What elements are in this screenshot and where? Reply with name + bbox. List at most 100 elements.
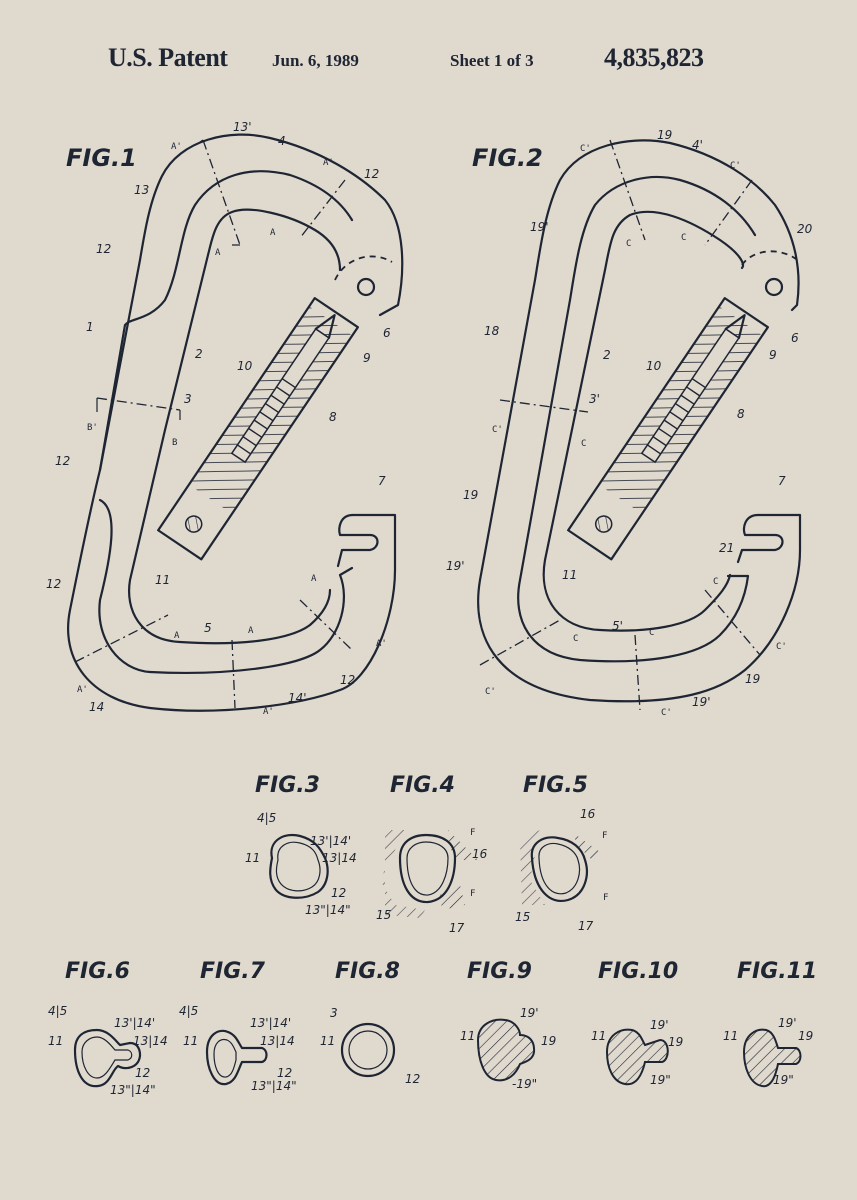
svg-text:10: 10 bbox=[237, 359, 253, 373]
svg-text:15: 15 bbox=[515, 910, 530, 924]
svg-text:19': 19' bbox=[692, 695, 711, 709]
fig7-label: FIG.7 bbox=[200, 959, 266, 984]
svg-text:11: 11 bbox=[183, 1034, 198, 1048]
svg-text:A: A bbox=[311, 574, 317, 584]
svg-text:C: C bbox=[573, 634, 578, 644]
figure-2-carabiner: FIG.2 19 4' 19' 20 bbox=[446, 128, 813, 718]
svg-text:F: F bbox=[470, 828, 475, 838]
svg-text:19: 19 bbox=[541, 1034, 556, 1048]
figure-4-cross-section: FIG.4 16 15 17 F F bbox=[376, 773, 488, 935]
svg-text:4: 4 bbox=[278, 134, 286, 148]
fig11-label: FIG.11 bbox=[737, 959, 817, 984]
patent-number: 4,835,823 bbox=[604, 43, 704, 72]
svg-text:A: A bbox=[248, 626, 254, 636]
svg-text:11: 11 bbox=[245, 851, 260, 865]
svg-text:C': C' bbox=[661, 708, 672, 718]
svg-text:19': 19' bbox=[520, 1006, 539, 1020]
svg-text:C: C bbox=[681, 233, 686, 243]
svg-text:C: C bbox=[581, 439, 586, 449]
patent-title: U.S. Patent bbox=[108, 43, 228, 72]
svg-text:6: 6 bbox=[383, 326, 391, 340]
svg-text:A: A bbox=[215, 248, 221, 258]
svg-text:17: 17 bbox=[578, 919, 594, 933]
svg-text:7: 7 bbox=[778, 474, 786, 488]
svg-text:12: 12 bbox=[46, 577, 61, 591]
svg-text:C': C' bbox=[485, 687, 496, 697]
svg-text:11: 11 bbox=[591, 1029, 606, 1043]
svg-text:12: 12 bbox=[405, 1072, 420, 1086]
fig9-label: FIG.9 bbox=[467, 959, 532, 984]
svg-text:11: 11 bbox=[155, 573, 170, 587]
svg-text:16: 16 bbox=[472, 847, 488, 861]
svg-text:14': 14' bbox=[288, 691, 307, 705]
svg-text:13|14: 13|14 bbox=[260, 1034, 295, 1048]
svg-text:2: 2 bbox=[603, 348, 611, 362]
svg-text:16: 16 bbox=[580, 807, 596, 821]
svg-text:19: 19 bbox=[798, 1029, 813, 1043]
fig1-reference-numerals: 13' 4 13 12 12 1 2 3 10 9 6 8 12 7 11 12… bbox=[46, 120, 391, 717]
svg-text:12: 12 bbox=[55, 454, 70, 468]
svg-text:C: C bbox=[713, 577, 718, 587]
figure-8-cross-section: FIG.8 3 11 12 bbox=[320, 959, 420, 1086]
figure-9-cross-section: FIG.9 19' 11 19 -19" bbox=[460, 959, 556, 1091]
svg-text:13"|14": 13"|14" bbox=[305, 903, 351, 917]
svg-text:19: 19 bbox=[668, 1035, 683, 1049]
svg-text:C: C bbox=[649, 628, 654, 638]
patent-date: Jun. 6, 1989 bbox=[272, 51, 359, 70]
sheet-indicator: Sheet 1 of 3 bbox=[450, 51, 534, 70]
svg-text:11: 11 bbox=[562, 568, 577, 582]
figure-11-cross-section: FIG.11 19' 11 19 19" bbox=[723, 959, 817, 1088]
fig2-label: FIG.2 bbox=[472, 144, 543, 172]
svg-text:13': 13' bbox=[233, 120, 252, 134]
svg-text:A': A' bbox=[376, 639, 387, 649]
svg-text:F: F bbox=[603, 893, 608, 903]
svg-text:13|14: 13|14 bbox=[322, 851, 357, 865]
svg-text:19': 19' bbox=[446, 559, 465, 573]
figure-7-cross-section: FIG.7 4|5 11 13'|14' 13|14 12 13"|14" bbox=[179, 959, 297, 1093]
svg-text:11: 11 bbox=[460, 1029, 475, 1043]
svg-text:9: 9 bbox=[769, 348, 777, 362]
svg-text:10: 10 bbox=[646, 359, 662, 373]
svg-text:F: F bbox=[602, 831, 607, 841]
svg-text:13"|14": 13"|14" bbox=[251, 1079, 297, 1093]
figure-5-cross-section: FIG.5 16 15 17 F F bbox=[515, 773, 608, 933]
svg-text:19': 19' bbox=[650, 1018, 669, 1032]
svg-text:5: 5 bbox=[204, 621, 212, 635]
svg-text:6: 6 bbox=[791, 331, 799, 345]
svg-text:11: 11 bbox=[320, 1034, 335, 1048]
svg-text:19": 19" bbox=[773, 1073, 794, 1087]
svg-text:7: 7 bbox=[378, 474, 386, 488]
svg-text:19': 19' bbox=[530, 220, 549, 234]
fig8-label: FIG.8 bbox=[335, 959, 400, 984]
fig1-label: FIG.1 bbox=[66, 144, 137, 172]
svg-text:C': C' bbox=[776, 642, 787, 652]
svg-text:C': C' bbox=[580, 144, 591, 154]
svg-text:3: 3 bbox=[330, 1006, 338, 1020]
svg-text:15: 15 bbox=[376, 908, 391, 922]
svg-text:3: 3 bbox=[184, 392, 192, 406]
svg-text:B': B' bbox=[87, 423, 98, 433]
svg-text:13'|14': 13'|14' bbox=[114, 1016, 155, 1030]
svg-text:5': 5' bbox=[612, 619, 623, 633]
svg-text:12: 12 bbox=[277, 1066, 292, 1080]
svg-text:C': C' bbox=[492, 425, 503, 435]
svg-text:C': C' bbox=[730, 161, 741, 171]
svg-text:19': 19' bbox=[778, 1016, 797, 1030]
svg-text:B: B bbox=[172, 438, 177, 448]
svg-text:4|5: 4|5 bbox=[179, 1004, 198, 1018]
svg-text:14: 14 bbox=[89, 700, 104, 714]
svg-text:13'|14': 13'|14' bbox=[310, 834, 351, 848]
svg-text:13: 13 bbox=[134, 183, 149, 197]
svg-text:8: 8 bbox=[329, 410, 337, 424]
figure-1-carabiner: FIG.1 bbox=[46, 120, 404, 717]
svg-text:13|14: 13|14 bbox=[133, 1034, 168, 1048]
svg-text:F: F bbox=[470, 889, 475, 899]
svg-text:12: 12 bbox=[340, 673, 355, 687]
svg-text:12: 12 bbox=[135, 1066, 150, 1080]
svg-text:19: 19 bbox=[463, 488, 478, 502]
svg-text:19: 19 bbox=[745, 672, 760, 686]
svg-text:4|5: 4|5 bbox=[48, 1004, 67, 1018]
svg-text:21: 21 bbox=[719, 541, 734, 555]
svg-text:1: 1 bbox=[86, 320, 94, 334]
